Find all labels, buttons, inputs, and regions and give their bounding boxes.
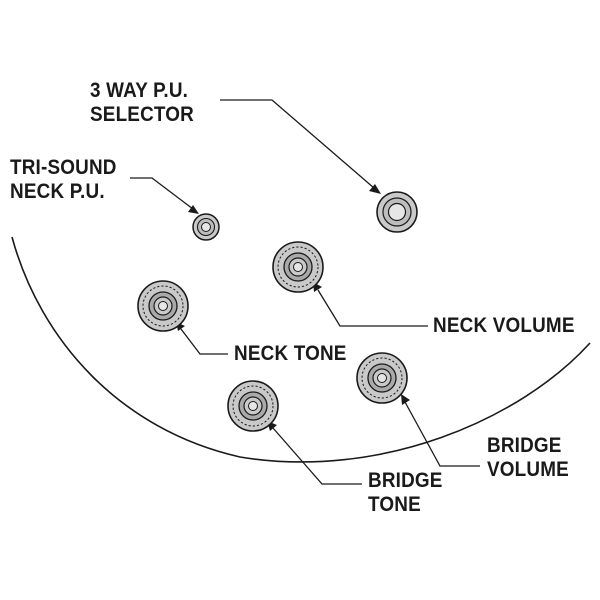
arrow-tri-sound bbox=[188, 205, 199, 214]
arrow-bridge-volume bbox=[401, 394, 410, 405]
bridge-volume-knob bbox=[356, 352, 408, 404]
leader-tri-sound bbox=[130, 177, 194, 210]
neck-tone-knob bbox=[137, 280, 189, 332]
label-bridge-volume: BRIDGE VOLUME bbox=[487, 434, 569, 482]
leader-neck-volume bbox=[317, 289, 428, 327]
label-selector-line2: SELECTOR bbox=[90, 103, 195, 126]
tri-sound-switch bbox=[192, 213, 220, 241]
label-neck-volume-line1: NECK VOLUME bbox=[433, 314, 575, 337]
label-bridge-volume-line2: VOLUME bbox=[487, 458, 569, 481]
label-neck-volume: NECK VOLUME bbox=[433, 314, 575, 338]
arrow-selector bbox=[369, 184, 381, 194]
neck-volume-knob bbox=[272, 241, 324, 293]
label-bridge-tone-line1: BRIDGE bbox=[368, 469, 443, 492]
selector-switch-knob bbox=[376, 191, 418, 233]
label-bridge-volume-line1: BRIDGE bbox=[487, 434, 562, 457]
leader-selector bbox=[220, 99, 375, 189]
label-bridge-tone-line2: TONE bbox=[368, 493, 421, 516]
leader-lines bbox=[130, 99, 480, 485]
label-neck-tone-line1: NECK TONE bbox=[234, 342, 347, 365]
body-outline bbox=[11, 236, 591, 463]
leader-bridge-tone bbox=[272, 427, 362, 485]
leader-bridge-volume bbox=[404, 401, 480, 467]
label-tri-sound-line1: TRI-SOUND bbox=[10, 156, 117, 179]
label-selector: 3 WAY P.U. SELECTOR bbox=[90, 79, 194, 127]
label-neck-tone: NECK TONE bbox=[234, 342, 347, 366]
label-selector-line1: 3 WAY P.U. bbox=[90, 79, 189, 102]
bridge-tone-knob bbox=[227, 380, 279, 432]
label-tri-sound: TRI-SOUND NECK P.U. bbox=[10, 156, 117, 204]
label-tri-sound-line2: NECK P.U. bbox=[10, 180, 105, 203]
label-bridge-tone: BRIDGE TONE bbox=[368, 469, 443, 517]
leader-neck-tone bbox=[180, 328, 228, 355]
